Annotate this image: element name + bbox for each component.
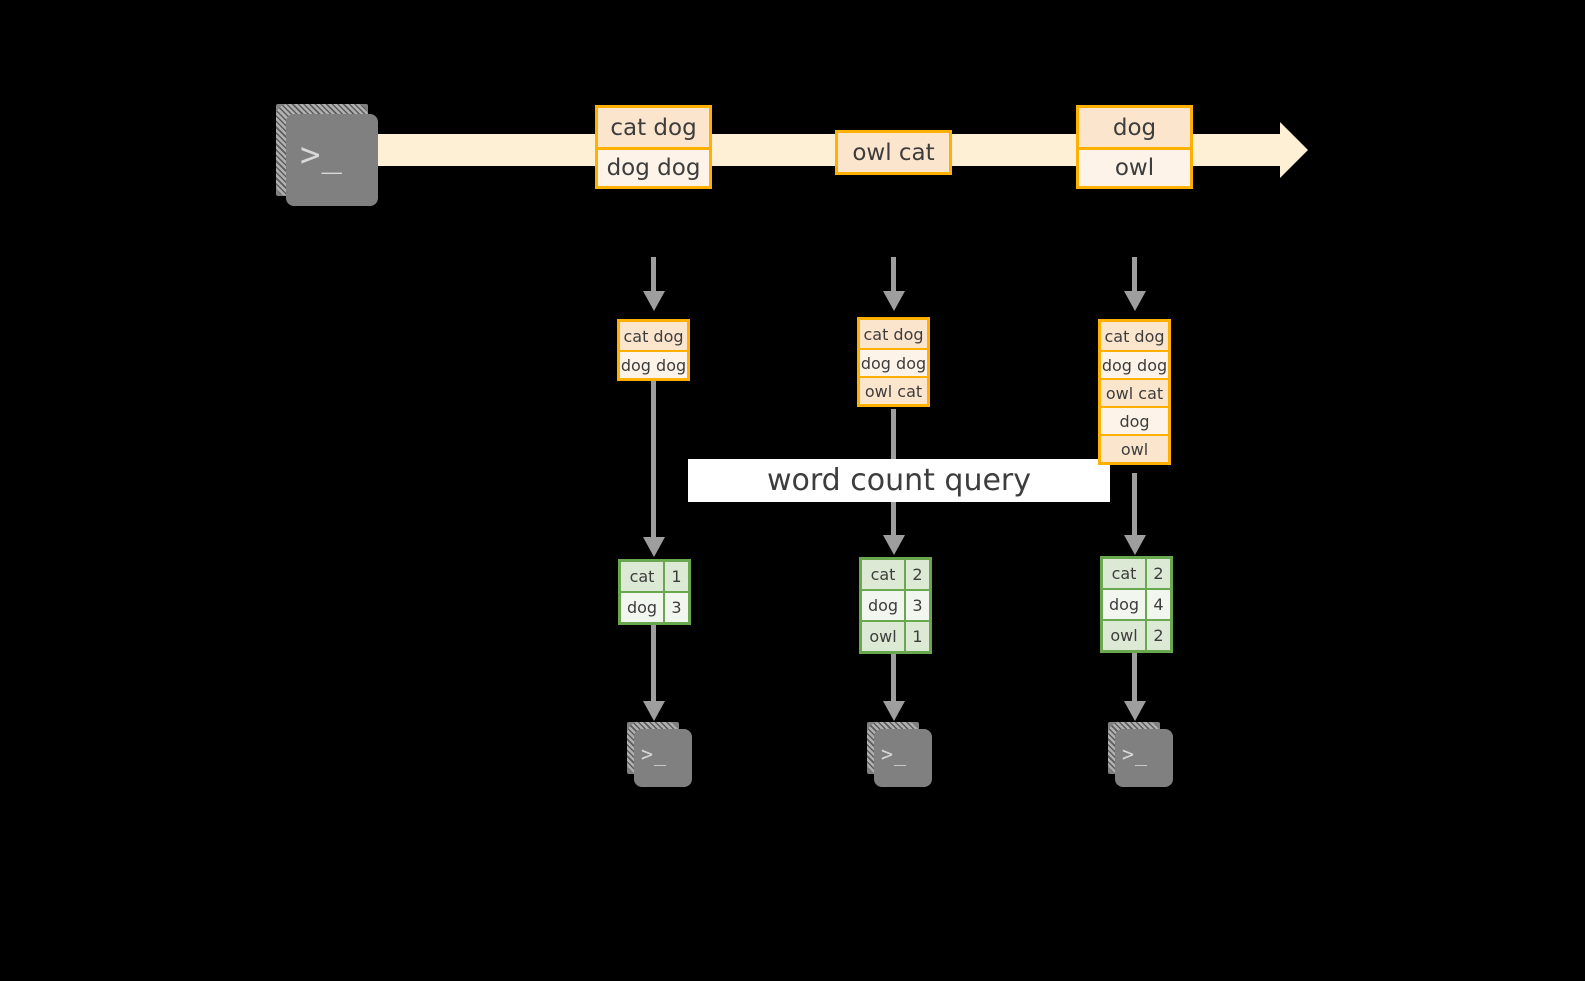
connector-stream-to-snapshot-3	[1132, 257, 1137, 293]
result-word: cat	[621, 562, 665, 591]
connector-arrowhead	[643, 701, 665, 721]
sink-terminal-icon-2[interactable]: >_	[857, 712, 932, 787]
result-word: dog	[621, 593, 665, 622]
result-word: owl	[1103, 621, 1147, 650]
result-count: 3	[665, 593, 688, 622]
stream-arrowhead-icon	[1252, 122, 1308, 178]
connector-result-to-sink-2	[891, 652, 896, 713]
snapshot-record: owl	[1101, 434, 1168, 462]
sink-terminal-icon-1[interactable]: >_	[617, 712, 692, 787]
query-label: word count query	[766, 463, 1032, 498]
connector-arrowhead	[883, 291, 905, 311]
result-row: cat 2	[1103, 559, 1170, 588]
stream-group-2[interactable]: owl cat	[835, 130, 952, 175]
stream-record: owl	[1079, 147, 1190, 186]
connector-arrowhead	[643, 537, 665, 557]
connector-arrowhead	[1124, 701, 1146, 721]
result-row: dog 3	[621, 591, 688, 622]
result-count: 2	[1147, 621, 1170, 650]
connector-arrowhead	[1124, 535, 1146, 555]
snapshot-record: dog dog	[1101, 350, 1168, 378]
result-count: 3	[906, 591, 929, 620]
stream-group-1[interactable]: cat dog dog dog	[595, 105, 712, 189]
result-row: cat 2	[862, 560, 929, 589]
stream-group-3[interactable]: dog owl	[1076, 105, 1193, 189]
result-row: owl 2	[1103, 619, 1170, 650]
result-table-2[interactable]: cat 2 dog 3 owl 1	[859, 557, 932, 654]
connector-snapshot-to-result-3	[1132, 473, 1137, 545]
snapshot-record: cat dog	[1101, 322, 1168, 350]
result-word: dog	[862, 591, 906, 620]
connector-stream-to-snapshot-2	[891, 257, 896, 293]
terminal-screen	[634, 729, 692, 787]
snapshot-table-1[interactable]: cat dog dog dog	[617, 319, 690, 381]
terminal-prompt-glyph: >_	[641, 742, 668, 766]
connector-arrowhead	[883, 535, 905, 555]
result-row: cat 1	[621, 562, 688, 591]
result-count: 1	[906, 622, 929, 651]
result-count: 4	[1147, 590, 1170, 619]
stream-record: dog	[1079, 108, 1190, 147]
result-count: 1	[665, 562, 688, 591]
result-row: owl 1	[862, 620, 929, 651]
terminal-screen	[286, 114, 378, 206]
result-word: cat	[1103, 559, 1147, 588]
connector-result-to-sink-3	[1132, 651, 1137, 713]
result-row: dog 3	[862, 589, 929, 620]
result-word: dog	[1103, 590, 1147, 619]
terminal-prompt-glyph: >_	[1122, 742, 1149, 766]
stream-record: cat dog	[598, 108, 709, 147]
terminal-screen	[1115, 729, 1173, 787]
result-count: 2	[1147, 559, 1170, 588]
connector-snapshot-to-result-1	[651, 381, 656, 547]
snapshot-record: dog dog	[620, 350, 687, 378]
snapshot-record: owl cat	[1101, 378, 1168, 406]
snapshot-record: cat dog	[860, 320, 927, 348]
terminal-prompt-glyph: >_	[881, 742, 908, 766]
result-row: dog 4	[1103, 588, 1170, 619]
result-word: cat	[862, 560, 906, 589]
snapshot-table-2[interactable]: cat dog dog dog owl cat	[857, 317, 930, 407]
snapshot-record: owl cat	[860, 376, 927, 404]
terminal-screen	[874, 729, 932, 787]
snapshot-record: dog	[1101, 406, 1168, 434]
connector-stream-to-snapshot-1	[651, 257, 656, 293]
snapshot-table-3[interactable]: cat dog dog dog owl cat dog owl	[1098, 319, 1171, 465]
result-table-1[interactable]: cat 1 dog 3	[618, 559, 691, 625]
source-terminal-icon[interactable]: >_	[266, 94, 378, 206]
query-label-band: word count query	[688, 459, 1110, 502]
connector-arrowhead	[883, 701, 905, 721]
connector-arrowhead	[643, 291, 665, 311]
stream-record: owl cat	[838, 133, 949, 172]
result-count: 2	[906, 560, 929, 589]
result-word: owl	[862, 622, 906, 651]
result-table-3[interactable]: cat 2 dog 4 owl 2	[1100, 556, 1173, 653]
connector-arrowhead	[1124, 291, 1146, 311]
connector-result-to-sink-1	[651, 623, 656, 713]
stream-record: dog dog	[598, 147, 709, 186]
terminal-prompt-glyph: >_	[300, 135, 343, 175]
snapshot-record: dog dog	[860, 348, 927, 376]
sink-terminal-icon-3[interactable]: >_	[1098, 712, 1173, 787]
snapshot-record: cat dog	[620, 322, 687, 350]
